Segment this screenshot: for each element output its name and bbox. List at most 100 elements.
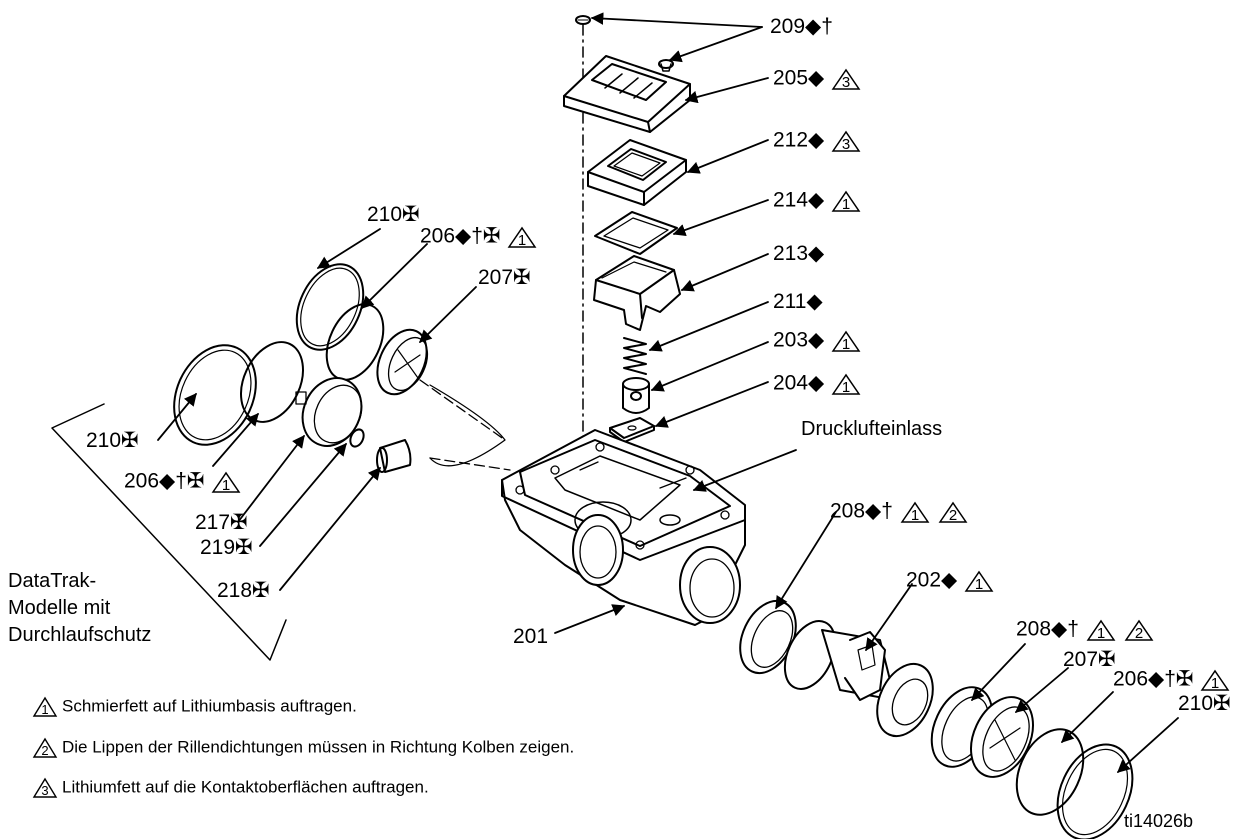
note-1-marker-icon: 1 xyxy=(211,471,241,494)
note-1-marker-icon: 1 xyxy=(831,330,861,353)
svg-text:1: 1 xyxy=(842,336,850,353)
label-part-212-text: 212◆ xyxy=(773,128,825,152)
label-part-201: 201 xyxy=(513,625,549,648)
label-part-206-left: 206◆†✠ 1 xyxy=(124,470,242,494)
part-203-plunger xyxy=(622,377,650,414)
part-202-piston-rod xyxy=(783,620,934,738)
label-part-203: 203◆ 1 xyxy=(773,329,862,353)
part-210-ring-top xyxy=(295,263,365,351)
datatrak-bracket xyxy=(51,403,287,661)
part-210-ring-bottom xyxy=(1056,743,1134,839)
label-air-inlet: Drucklufteinlass xyxy=(801,418,943,440)
svg-text:2: 2 xyxy=(41,743,48,758)
part-213-valve xyxy=(593,255,681,331)
note-2-marker-icon: 2 xyxy=(32,737,58,758)
axis-left xyxy=(419,379,511,471)
label-part-207-top: 207✠ xyxy=(478,266,531,289)
label-part-210-bottom: 210✠ xyxy=(1178,692,1231,715)
part-205-cover-plate xyxy=(563,55,691,133)
part-212-plate xyxy=(587,139,687,206)
label-datatrak-line-2: Modelle mit xyxy=(8,597,111,619)
label-part-210-left: 210✠ xyxy=(86,429,139,452)
label-part-208-bottom-text: 208◆† xyxy=(1016,617,1079,641)
label-part-219: 219✠ xyxy=(200,536,253,559)
note-1-marker-icon: 1 xyxy=(831,190,861,213)
part-209-screw-top xyxy=(575,15,591,25)
svg-text:1: 1 xyxy=(1211,675,1219,692)
svg-text:1: 1 xyxy=(1097,625,1105,642)
label-part-202: 202◆ 1 xyxy=(906,569,995,593)
note-2-marker-icon: 2 xyxy=(1124,619,1153,642)
figure-id: ti14026b xyxy=(1124,811,1194,831)
svg-text:1: 1 xyxy=(911,507,919,524)
svg-text:1: 1 xyxy=(41,702,48,717)
note-3-marker-icon: 3 xyxy=(32,777,58,798)
label-part-212: 212◆ 3 xyxy=(773,129,862,153)
svg-text:1: 1 xyxy=(975,576,983,593)
svg-text:3: 3 xyxy=(41,783,48,798)
label-part-203-text: 203◆ xyxy=(773,328,825,352)
label-part-211: 211◆ xyxy=(773,290,823,313)
label-part-210-top: 210✠ xyxy=(367,203,420,226)
label-part-214-text: 214◆ xyxy=(773,188,825,212)
label-part-213: 213◆ xyxy=(773,242,825,265)
note-2: 2 Die Lippen der Rillendichtungen müssen … xyxy=(32,737,574,759)
svg-text:1: 1 xyxy=(842,379,850,396)
note-3: 3 Lithiumfett auf die Kontaktoberflächen … xyxy=(32,777,429,799)
note-2-marker-icon: 2 xyxy=(938,501,967,524)
part-218-pin xyxy=(376,439,412,473)
part-207-cap-bottom xyxy=(970,696,1034,778)
label-part-206-bottom: 206◆†✠ 1 xyxy=(1113,668,1231,692)
label-part-204-text: 204◆ xyxy=(773,371,825,395)
part-214-gasket xyxy=(594,211,678,255)
label-part-206-bottom-text: 206◆†✠ xyxy=(1113,667,1194,691)
note-1-marker-icon: 1 xyxy=(32,696,58,717)
label-part-206-left-text: 206◆†✠ xyxy=(124,469,205,493)
svg-text:2: 2 xyxy=(948,507,956,524)
label-datatrak-line-3: Durchlaufschutz xyxy=(8,624,152,646)
part-207-cap-top xyxy=(376,328,429,396)
label-part-214: 214◆ 1 xyxy=(773,189,862,213)
part-211-spring xyxy=(623,337,647,375)
label-part-205: 205◆ 3 xyxy=(773,67,862,91)
label-part-207-bottom: 207✠ xyxy=(1063,648,1116,671)
svg-text:3: 3 xyxy=(842,74,850,91)
label-datatrak-line-1: DataTrak- xyxy=(8,570,97,592)
label-part-209: 209◆† xyxy=(770,15,833,38)
label-part-217: 217✠ xyxy=(195,511,248,534)
svg-text:1: 1 xyxy=(222,477,230,494)
svg-text:1: 1 xyxy=(842,196,850,213)
label-part-218: 218✠ xyxy=(217,579,270,602)
label-part-208-bottom: 208◆† 1 2 xyxy=(1016,618,1155,642)
part-219-oring-small xyxy=(349,428,365,448)
part-217-piston-left xyxy=(295,377,363,447)
note-1: 1 Schmierfett auf Lithiumbasis auftragen. xyxy=(32,696,357,718)
leader-arrows xyxy=(157,12,1179,773)
note-1-marker-icon: 1 xyxy=(964,570,994,593)
part-209-screw-small xyxy=(658,59,674,72)
note-1-marker-icon: 1 xyxy=(1086,619,1116,642)
note-1-marker-icon: 1 xyxy=(1200,669,1230,692)
label-part-202-text: 202◆ xyxy=(906,568,958,592)
svg-text:3: 3 xyxy=(842,136,850,153)
label-part-208-top: 208◆† 1 2 xyxy=(830,500,969,524)
part-201-housing xyxy=(501,429,746,626)
svg-text:2: 2 xyxy=(1134,625,1142,642)
note-3-marker-icon: 3 xyxy=(831,68,861,91)
svg-text:1: 1 xyxy=(518,232,526,249)
label-part-206-top: 206◆†✠ 1 xyxy=(420,225,538,249)
note-1-marker-icon: 1 xyxy=(900,501,930,524)
note-1-text: Schmierfett auf Lithiumbasis auftragen. xyxy=(62,696,357,716)
note-3-marker-icon: 3 xyxy=(831,130,861,153)
label-part-206-top-text: 206◆†✠ xyxy=(420,224,501,248)
note-2-text: Die Lippen der Rillendichtungen müssen i… xyxy=(62,737,575,757)
label-part-208-top-text: 208◆† xyxy=(830,499,893,523)
part-210-ring-left xyxy=(173,344,257,446)
label-part-205-text: 205◆ xyxy=(773,66,825,90)
note-1-marker-icon: 1 xyxy=(831,373,861,396)
cable-line xyxy=(429,384,506,467)
note-3-text: Lithiumfett auf die Kontaktoberflächen a… xyxy=(62,777,429,797)
note-1-marker-icon: 1 xyxy=(507,226,537,249)
